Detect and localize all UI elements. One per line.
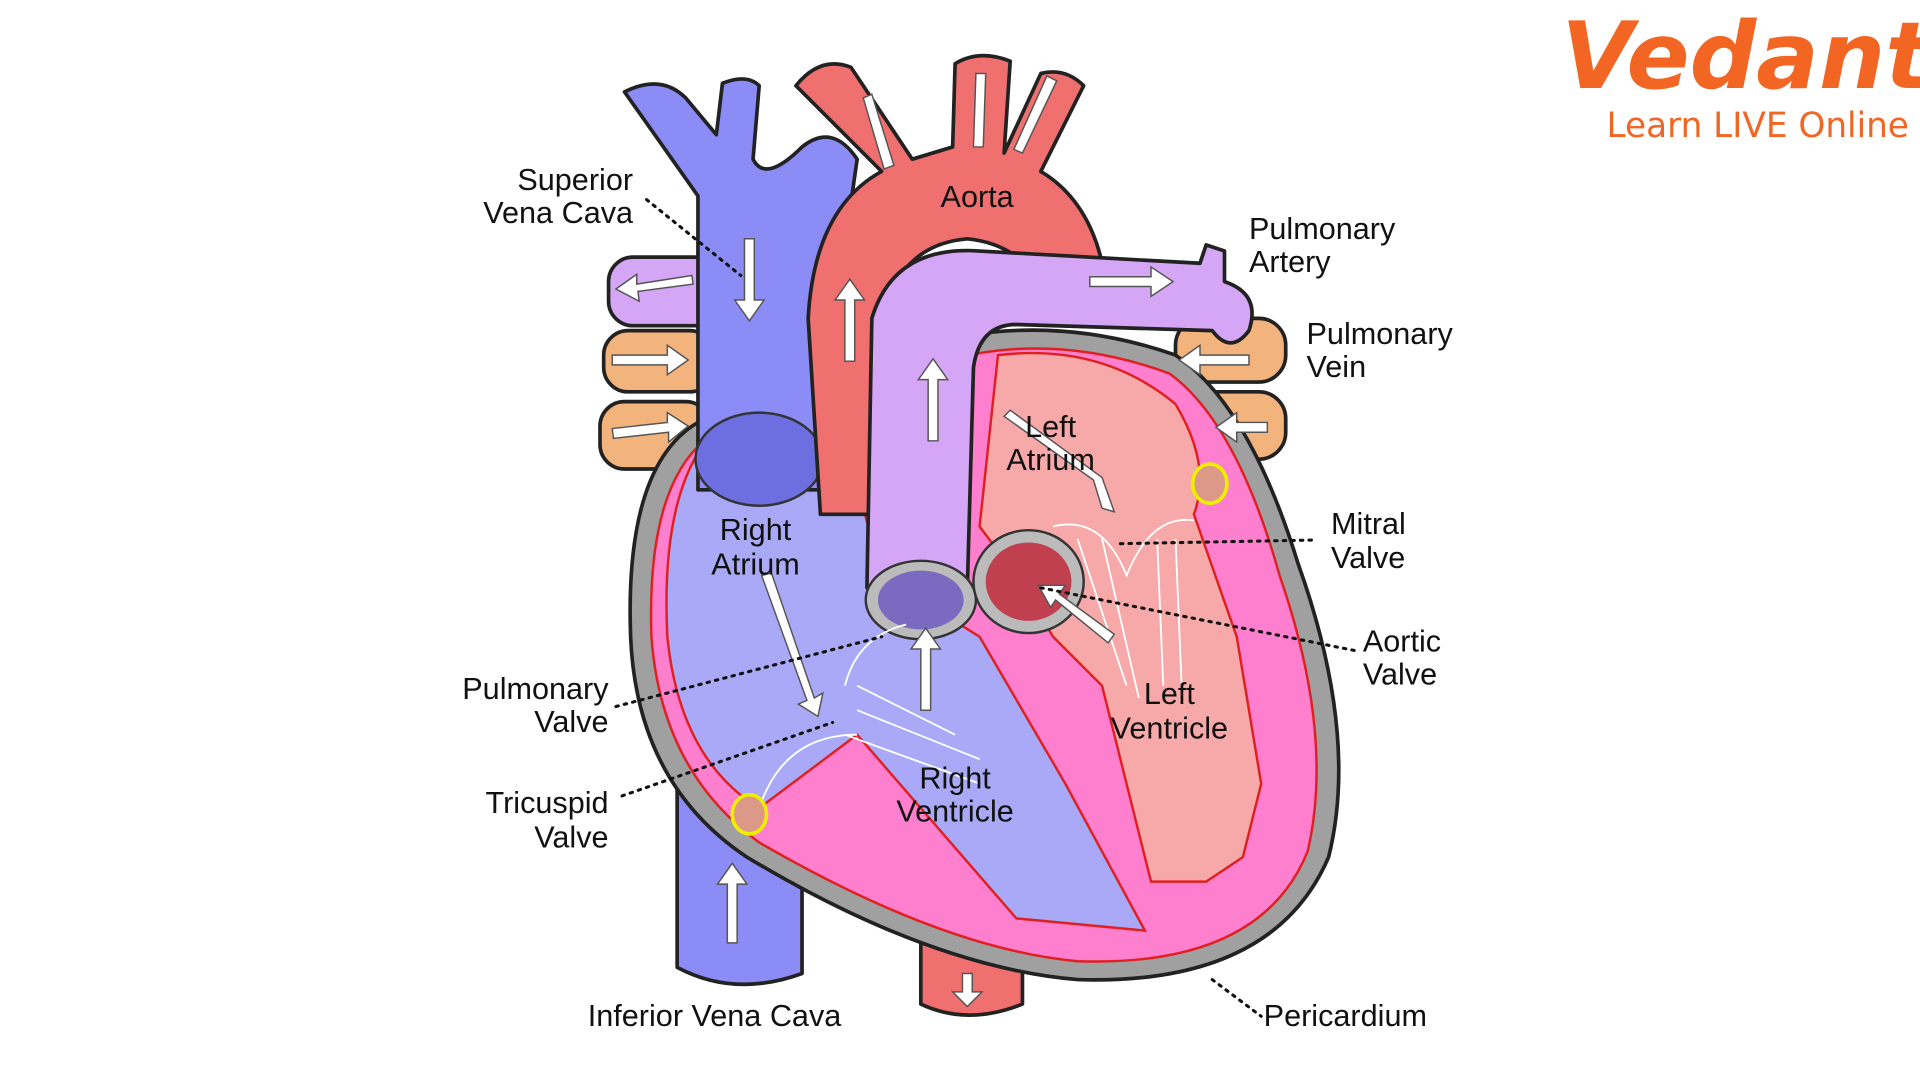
mitral-valve <box>1052 518 1195 699</box>
right-atrium-opening <box>694 411 825 507</box>
label-superior-vena-cava-1: Superior <box>517 163 633 197</box>
label-pericardium: Pericardium <box>1264 999 1427 1033</box>
labels: Superior Vena Cava Aorta Pulmonary Arter… <box>462 163 1453 1033</box>
label-left-atrium-2: Atrium <box>1006 443 1094 477</box>
label-aortic-valve-2: Valve <box>1363 657 1437 691</box>
label-pulmonary-artery-2: Artery <box>1249 245 1331 279</box>
coronary-vessel-left <box>1190 462 1229 506</box>
logo-tagline: Learn LIVE Online <box>1607 106 1909 146</box>
label-inferior-vena-cava: Inferior Vena Cava <box>588 999 843 1033</box>
label-left-ventricle-1: Left <box>1144 677 1196 711</box>
pulmonary-valve <box>864 559 978 641</box>
blood-flow-arrows <box>611 72 1269 1008</box>
tricuspid-valve <box>758 623 980 809</box>
label-pulmonary-valve-2: Valve <box>534 705 608 739</box>
label-right-atrium-2: Atrium <box>711 547 799 581</box>
label-aortic-valve-1: Aortic <box>1363 624 1441 658</box>
label-aorta: Aorta <box>941 180 1015 214</box>
label-right-ventricle-2: Ventricle <box>896 795 1013 829</box>
label-pulmonary-valve-1: Pulmonary <box>462 672 609 706</box>
leader-lines <box>614 198 1361 1018</box>
label-left-atrium-1: Left <box>1025 410 1077 444</box>
label-left-ventricle-2: Ventricle <box>1111 711 1228 745</box>
label-right-atrium-1: Right <box>720 513 792 547</box>
label-pulmonary-vein-2: Vein <box>1307 350 1367 384</box>
coronary-vessel-right <box>730 792 769 836</box>
label-tricuspid-valve-1: Tricuspid <box>486 786 609 820</box>
label-superior-vena-cava-2: Vena Cava <box>483 196 634 230</box>
label-right-ventricle-1: Right <box>919 762 991 796</box>
superior-vena-cava <box>622 77 859 492</box>
label-pulmonary-artery-1: Pulmonary <box>1249 212 1396 246</box>
logo-brand: Vedantu <box>1561 2 1920 110</box>
label-mitral-valve-1: Mitral <box>1331 507 1406 541</box>
pulmonary-artery <box>865 243 1254 590</box>
label-pulmonary-vein-1: Pulmonary <box>1307 317 1454 351</box>
vedantu-logo: Vedantu Learn LIVE Online <box>1561 2 1920 146</box>
label-tricuspid-valve-2: Valve <box>534 820 608 854</box>
label-mitral-valve-2: Valve <box>1331 541 1405 575</box>
aortic-valve <box>972 528 1085 635</box>
